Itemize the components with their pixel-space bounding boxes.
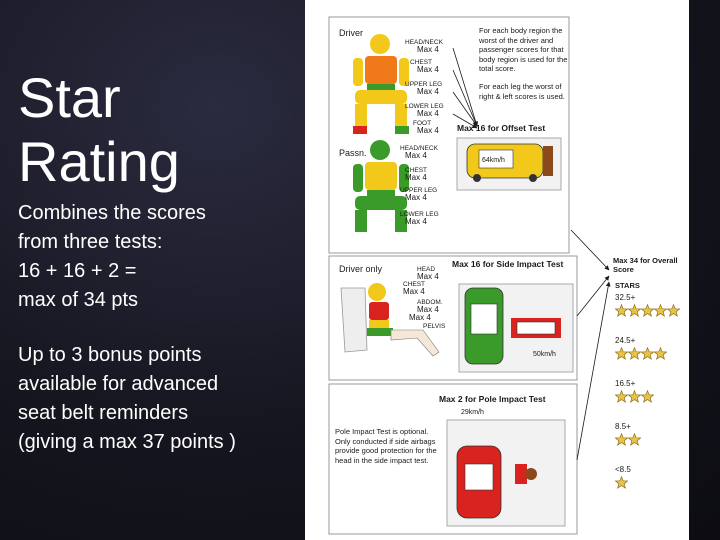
- driver-head-neck-max: Max 4: [417, 45, 439, 54]
- passenger-upper-leg-label: UPPER LEG: [400, 187, 437, 194]
- driver-upper-leg-label: UPPER LEG: [405, 81, 442, 88]
- driver-lower-leg-max: Max 4: [417, 109, 439, 118]
- offset-max-title: Max 16 for Offset Test: [457, 123, 545, 133]
- star-threshold: 16.5+: [615, 379, 636, 388]
- side-abdomen-max: Max 4: [417, 305, 439, 314]
- side-head-max: Max 4: [417, 272, 439, 281]
- driver-chest-max: Max 4: [417, 65, 439, 74]
- driver-head-neck-label: HEAD/NECK: [405, 39, 444, 46]
- star-icon: [641, 390, 654, 403]
- driver-foot-max: Max 4: [417, 126, 439, 135]
- passenger-head-neck-max: Max 4: [405, 151, 427, 160]
- side-abdomen-label: ABDOM.: [417, 299, 443, 306]
- side-impact-frame: [328, 255, 578, 381]
- passenger-lower-leg-max: Max 4: [405, 217, 427, 226]
- star-threshold: <8.5: [615, 465, 631, 474]
- passenger-chest-max: Max 4: [405, 173, 427, 182]
- star-icon: [615, 390, 628, 403]
- passenger-upper-leg-max: Max 4: [405, 193, 427, 202]
- passenger-lower-leg-label: LOWER LEG: [400, 211, 439, 218]
- side-head-label: HEAD: [417, 266, 435, 273]
- star-threshold: 24.5+: [615, 336, 636, 345]
- offset-note-2: For each leg the worst of right & left s…: [479, 82, 565, 101]
- side-dummy-figure: [340, 283, 440, 357]
- star-icon: [615, 433, 628, 446]
- star-threshold: 32.5+: [615, 293, 636, 302]
- star-icon: [628, 390, 641, 403]
- side-chest-max: Max 4: [403, 287, 425, 296]
- driver-upper-leg-max: Max 4: [417, 87, 439, 96]
- stars-label: STARS: [615, 281, 640, 290]
- star-icon: [654, 304, 667, 317]
- pole-speed: 29km/h: [461, 409, 484, 416]
- passenger-label: Passn.: [339, 148, 367, 158]
- star-icon: [615, 347, 628, 360]
- star-icon: [615, 304, 628, 317]
- overall-max-title: Max 34 for Overall Score: [613, 256, 678, 274]
- star-icon: [615, 476, 628, 489]
- star-icon: [654, 347, 667, 360]
- side-pelvis-label: PELVIS: [423, 323, 446, 330]
- offset-car-illustration: [456, 137, 562, 191]
- driver-dummy-figure: [353, 34, 409, 134]
- passenger-dummy-figure: [353, 140, 409, 232]
- star-threshold: 8.5+: [615, 422, 631, 431]
- side-chest-label: CHEST: [403, 281, 425, 288]
- star-icon: [641, 347, 654, 360]
- offset-note-1: For each body region the worst of the dr…: [479, 26, 567, 73]
- passenger-head-neck-label: HEAD/NECK: [400, 145, 439, 152]
- pole-max-title: Max 2 for Pole Impact Test: [439, 394, 546, 404]
- star-icon: [628, 433, 641, 446]
- passenger-chest-label: CHEST: [405, 167, 427, 174]
- side-driver-only-label: Driver only: [339, 264, 383, 274]
- offset-speed: 64km/h: [482, 157, 505, 164]
- star-icon: [641, 304, 654, 317]
- driver-chest-label: CHEST: [410, 59, 432, 66]
- scoring-summary-text: Combines the scores from three tests: 16…: [18, 202, 206, 311]
- star-levels: 32.5+ 24.5+ 16.5+ 8.5+ <8.5: [615, 293, 680, 489]
- offset-test-frame: [328, 16, 570, 254]
- star-rating-diagram: Driver HEAD/NECK Max 4 CHEST Max 4 UPPER…: [305, 0, 689, 540]
- side-max-title: Max 16 for Side Impact Test: [452, 259, 563, 269]
- star-icon: [628, 304, 641, 317]
- driver-lower-leg-label: LOWER LEG: [405, 103, 444, 110]
- pole-car-illustration: [446, 419, 566, 527]
- side-car-illustration: [458, 283, 574, 373]
- bonus-points-text: Up to 3 bonus points available for advan…: [18, 344, 236, 453]
- driver-label: Driver: [339, 28, 363, 38]
- diagram-svg: Driver HEAD/NECK Max 4 CHEST Max 4 UPPER…: [328, 16, 680, 535]
- side-speed: 50km/h: [533, 351, 556, 358]
- driver-foot-label: FOOT: [413, 120, 431, 127]
- pole-note: Pole Impact Test is optional. Only condu…: [335, 427, 437, 465]
- slide-title: Star Rating: [18, 66, 180, 193]
- star-icon: [628, 347, 641, 360]
- side-pelvis-max: Max 4: [409, 313, 431, 322]
- star-icon: [667, 304, 680, 317]
